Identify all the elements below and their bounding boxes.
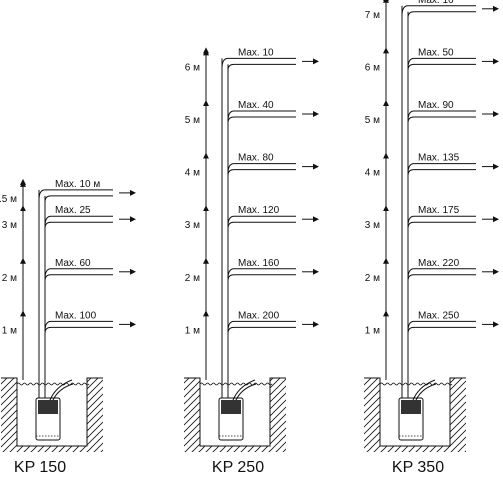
flow-label: Max. 90	[418, 100, 454, 111]
flow-label: Max. 120	[238, 205, 280, 216]
branch-pipe-top	[38, 189, 113, 200]
branch-pipe-bottom	[44, 221, 113, 229]
branch-pipe-top	[401, 5, 476, 16]
branch-pipe-top	[227, 268, 296, 279]
height-label: 5 м	[365, 115, 380, 126]
pump-unit-kp-150: 1 м Max. 100 2 м Max. 60 3 м Max. 25 3.5 м Max.…	[0, 178, 136, 476]
height-label: 2 м	[2, 273, 17, 284]
water-surface	[379, 382, 453, 386]
branch-pipe-top	[407, 57, 476, 69]
height-label: 3.5 м	[0, 194, 17, 205]
water-surface	[16, 382, 90, 386]
ground-hatch	[1, 378, 103, 452]
flow-label: Max. 40	[238, 100, 274, 111]
pump-motor	[401, 400, 421, 414]
branch-pipe-top	[407, 320, 476, 332]
flow-label: Max. 50	[418, 47, 454, 58]
pump-name: KP 250	[212, 459, 264, 476]
flow-label: Max. 25	[55, 205, 91, 216]
flow-label: Max. 60	[55, 258, 91, 269]
branch-pipe-top	[407, 215, 476, 227]
branch-pipe-top	[44, 320, 113, 332]
branch-pipe-bottom	[227, 274, 296, 281]
pump-motor	[221, 400, 241, 414]
branch-pipe-bottom	[227, 169, 296, 176]
branch-pipe-bottom	[227, 116, 296, 124]
pump-name: KP 150	[14, 459, 66, 476]
ground-hatch	[184, 378, 286, 452]
height-label: 6 м	[185, 62, 200, 73]
ground-hatch	[364, 378, 466, 452]
pump-unit-kp-250: 1 м Max. 200 2 м Max. 160 3 м Max. 120 4 м Max.…	[184, 47, 319, 476]
height-label: 3 м	[185, 220, 200, 231]
branch-pipe-top	[221, 57, 296, 69]
pump-motor	[38, 400, 58, 414]
branch-pipe-top	[227, 163, 296, 174]
flow-label: Max. 100	[55, 310, 97, 321]
height-label: 6 м	[365, 62, 380, 73]
branch-pipe-top	[227, 110, 296, 122]
flow-label: Max. 16	[418, 0, 454, 6]
height-label: 3 м	[2, 220, 17, 231]
height-label: 1 м	[185, 325, 200, 336]
well-outline	[184, 377, 286, 447]
branch-pipe-bottom	[407, 326, 476, 334]
branch-pipe-bottom	[407, 63, 476, 71]
branch-pipe-top	[227, 320, 296, 332]
branch-pipe-top	[407, 268, 476, 279]
flow-label: Max. 80	[238, 153, 274, 164]
height-label: 1 м	[365, 325, 380, 336]
branch-pipe-bottom	[407, 274, 476, 281]
flow-label: Max. 220	[418, 258, 460, 269]
branch-pipe-bottom	[227, 221, 296, 229]
water-surface	[199, 382, 273, 386]
branch-pipe-top	[407, 163, 476, 174]
branch-pipe-bottom	[407, 169, 476, 176]
height-label: 3 м	[365, 220, 380, 231]
flow-label: Max. 135	[418, 153, 460, 164]
flow-label: Max. 250	[418, 310, 460, 321]
height-label: 4 м	[185, 168, 200, 179]
branch-pipe-bottom	[44, 326, 113, 334]
height-label: 4 м	[365, 168, 380, 179]
branch-pipe-bottom	[407, 221, 476, 229]
pump-cable	[232, 379, 257, 401]
flow-label: Max. 200	[238, 310, 280, 321]
height-label: 2 м	[185, 273, 200, 284]
branch-pipe-bottom	[407, 116, 476, 124]
branch-pipe-bottom	[44, 195, 113, 202]
branch-pipe-bottom	[227, 326, 296, 334]
height-label: 7 м	[365, 10, 380, 21]
flow-label: Max. 10 м	[55, 179, 100, 190]
branch-pipe-bottom	[227, 63, 296, 71]
well-outline	[364, 377, 466, 447]
height-label: 1 м	[2, 325, 17, 336]
well-outline	[1, 377, 103, 447]
height-label: 5 м	[185, 115, 200, 126]
height-label: 2 м	[365, 273, 380, 284]
flow-label: Max. 160	[238, 258, 280, 269]
pump-unit-kp-350: 1 м Max. 250 2 м Max. 220 3 м Max. 175 4 м Max.…	[364, 0, 499, 476]
branch-pipe-top	[44, 215, 113, 227]
pump-cable	[49, 379, 74, 401]
branch-pipe-top	[407, 110, 476, 122]
branch-pipe-bottom	[44, 274, 113, 281]
pump-cable	[412, 379, 437, 401]
branch-pipe-bottom	[407, 11, 476, 18]
flow-label: Max. 10	[238, 47, 274, 58]
pump-name: KP 350	[392, 459, 444, 476]
flow-label: Max. 175	[418, 205, 460, 216]
branch-pipe-top	[227, 215, 296, 227]
branch-pipe-top	[44, 268, 113, 279]
